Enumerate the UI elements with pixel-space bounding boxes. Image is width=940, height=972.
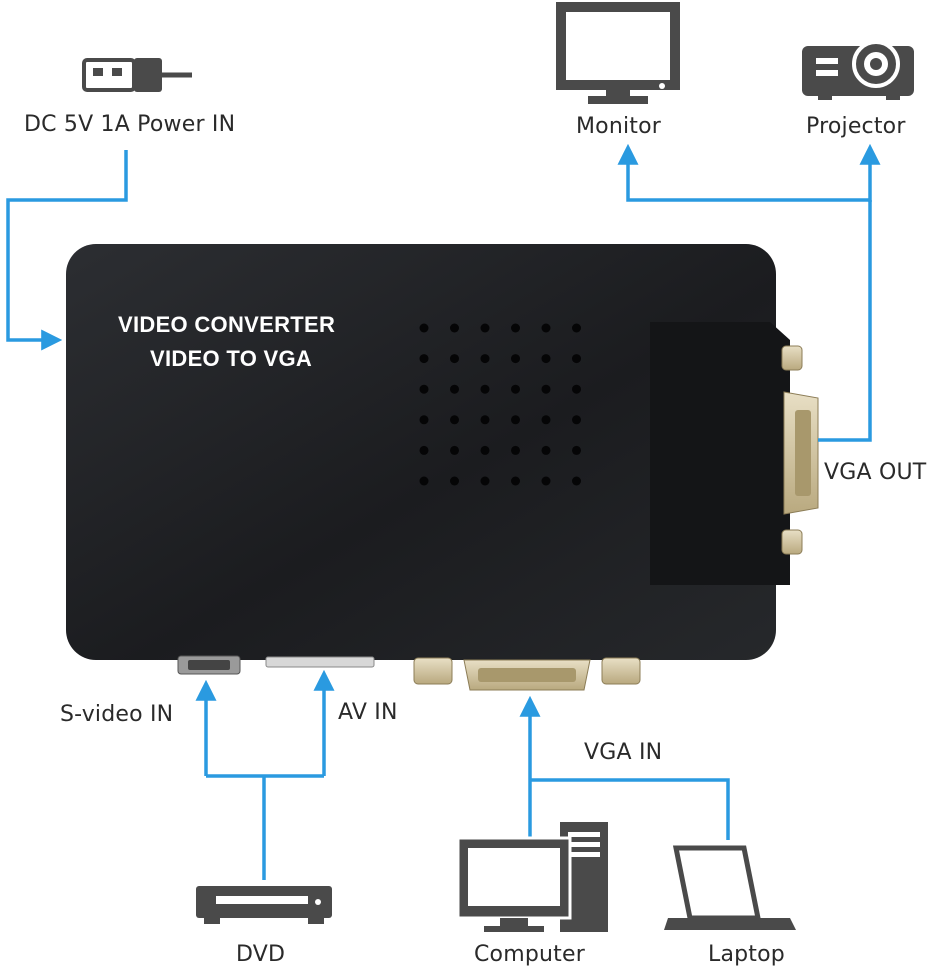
grille-hole bbox=[450, 354, 459, 364]
grille-hole bbox=[541, 384, 551, 394]
grille-hole bbox=[419, 445, 429, 455]
grille-hole bbox=[450, 476, 459, 486]
av-in-label: AV IN bbox=[338, 700, 398, 725]
grille-hole bbox=[450, 415, 459, 425]
grille-hole bbox=[419, 354, 429, 364]
grille-hole bbox=[480, 354, 490, 364]
grille-hole bbox=[419, 476, 429, 486]
grille-hole bbox=[480, 384, 490, 394]
computer-label: Computer bbox=[474, 942, 585, 967]
laptop-line bbox=[530, 778, 730, 840]
grille-hole bbox=[572, 415, 581, 425]
av-port bbox=[265, 656, 375, 668]
grille-hole bbox=[480, 323, 490, 333]
projector-label: Projector bbox=[806, 114, 906, 139]
dvd-player-icon bbox=[196, 886, 332, 924]
vga-in-label: VGA IN bbox=[584, 740, 663, 765]
grille-hole bbox=[419, 384, 429, 394]
usb-plug-icon bbox=[82, 58, 192, 92]
grille-hole bbox=[572, 445, 581, 455]
grille-hole bbox=[480, 476, 490, 486]
grille-hole bbox=[541, 415, 551, 425]
computer-icon bbox=[456, 822, 608, 932]
grille-hole bbox=[419, 415, 429, 425]
grille-hole bbox=[541, 323, 551, 333]
power-in-label: DC 5V 1A Power IN bbox=[24, 112, 236, 137]
grille-hole bbox=[572, 323, 581, 333]
monitor-icon bbox=[556, 2, 680, 104]
s-video-port bbox=[177, 655, 241, 675]
grille-hole bbox=[541, 476, 551, 486]
projector-icon bbox=[802, 40, 914, 100]
grille-hole bbox=[511, 445, 520, 455]
vga-out-line bbox=[818, 200, 872, 442]
grille-hole bbox=[511, 323, 520, 333]
vga-out-port bbox=[781, 345, 819, 555]
grille-hole bbox=[480, 415, 490, 425]
grille-hole bbox=[480, 445, 490, 455]
grille-hole bbox=[450, 384, 459, 394]
grille-hole bbox=[541, 354, 551, 364]
connection-lines bbox=[6, 143, 881, 880]
grille-hole bbox=[572, 476, 581, 486]
speaker-grille bbox=[419, 323, 581, 486]
grille-hole bbox=[572, 384, 581, 394]
dvd-label: DVD bbox=[236, 942, 286, 967]
grille-hole bbox=[541, 445, 551, 455]
grille-hole bbox=[450, 323, 459, 333]
grille-hole bbox=[511, 384, 520, 394]
laptop-icon bbox=[664, 845, 796, 930]
device-title-line-2: VIDEO TO VGA bbox=[150, 346, 313, 371]
grille-hole bbox=[572, 354, 581, 364]
laptop-label: Laptop bbox=[708, 942, 785, 967]
grille-hole bbox=[511, 354, 520, 364]
grille-hole bbox=[419, 323, 429, 333]
s-video-in-label: S-video IN bbox=[60, 702, 174, 727]
grille-hole bbox=[450, 445, 459, 455]
monitor-label: Monitor bbox=[576, 114, 662, 139]
vga-in-port bbox=[413, 657, 641, 691]
grille-hole bbox=[511, 415, 520, 425]
monitor-line bbox=[617, 143, 870, 202]
power-line bbox=[6, 150, 128, 351]
grille-hole bbox=[511, 476, 520, 486]
video-converter-device bbox=[66, 244, 790, 660]
device-title-line-1: VIDEO CONVERTER bbox=[118, 312, 336, 337]
vga-out-label: VGA OUT bbox=[824, 460, 927, 485]
